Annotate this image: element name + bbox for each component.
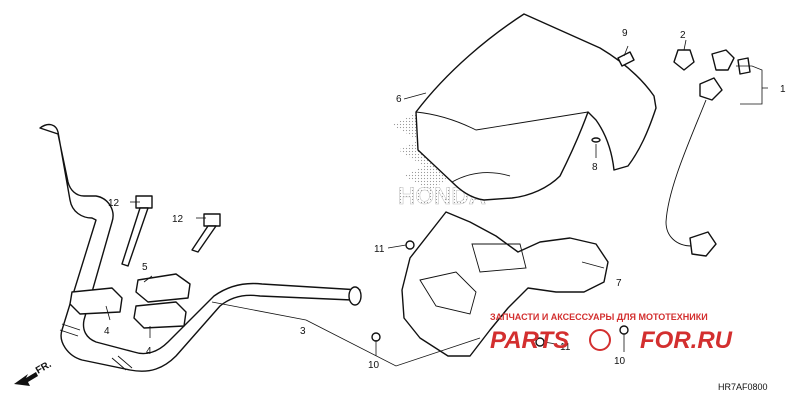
callout-10a: 10 — [368, 360, 380, 371]
callout-4b: 4 — [146, 346, 152, 357]
nut — [673, 49, 695, 71]
arrow-left-icon — [14, 372, 38, 386]
handlebar-cover-upper — [415, 13, 657, 201]
clip — [617, 51, 635, 67]
watermark-brand-right: FOR.RU — [640, 327, 733, 354]
diagram-code: HR7AF0800 — [718, 382, 768, 392]
screw-10a — [371, 332, 381, 342]
callout-3: 3 — [300, 326, 306, 337]
callout-12b: 12 — [172, 214, 184, 225]
callout-6: 6 — [396, 94, 402, 105]
front-direction-indicator: FR. — [14, 359, 54, 386]
handlebar — [39, 123, 362, 372]
callout-10b: 10 — [614, 356, 626, 367]
callout-11b: 11 — [560, 342, 571, 353]
grommet — [591, 137, 601, 143]
callout-7: 7 — [616, 278, 622, 289]
callout-5: 5 — [142, 262, 148, 273]
screw-10b — [619, 325, 629, 335]
screw-11a — [405, 240, 415, 250]
handlebar-holder-lower — [69, 287, 187, 329]
watermark-tagline: ЗАПЧАСТИ И АКСЕССУАРЫ ДЛЯ МОТОТЕХНИКИ — [490, 312, 708, 322]
callout-4a: 4 — [104, 326, 110, 337]
switch-assembly — [665, 49, 751, 257]
handlebar-cover-lower — [401, 211, 609, 357]
callout-9: 9 — [622, 28, 628, 39]
callout-2: 2 — [680, 30, 686, 41]
leader-lines — [105, 39, 768, 367]
watermark-gear-icon — [589, 329, 611, 351]
bolt-12a — [121, 195, 153, 267]
callout-1: 1 — [780, 84, 786, 95]
bolt-12b — [191, 213, 221, 253]
watermark-brand-left: PARTS — [490, 327, 569, 354]
callout-11a: 11 — [374, 244, 385, 255]
callout-8: 8 — [592, 162, 598, 173]
watermark: ЗАПЧАСТИ И АКСЕССУАРЫ ДЛЯ МОТОТЕХНИКИ PA… — [490, 312, 733, 354]
handlebar-holder-upper — [135, 273, 191, 303]
callout-12a: 12 — [108, 198, 120, 209]
direction-label: FR. — [34, 359, 54, 377]
